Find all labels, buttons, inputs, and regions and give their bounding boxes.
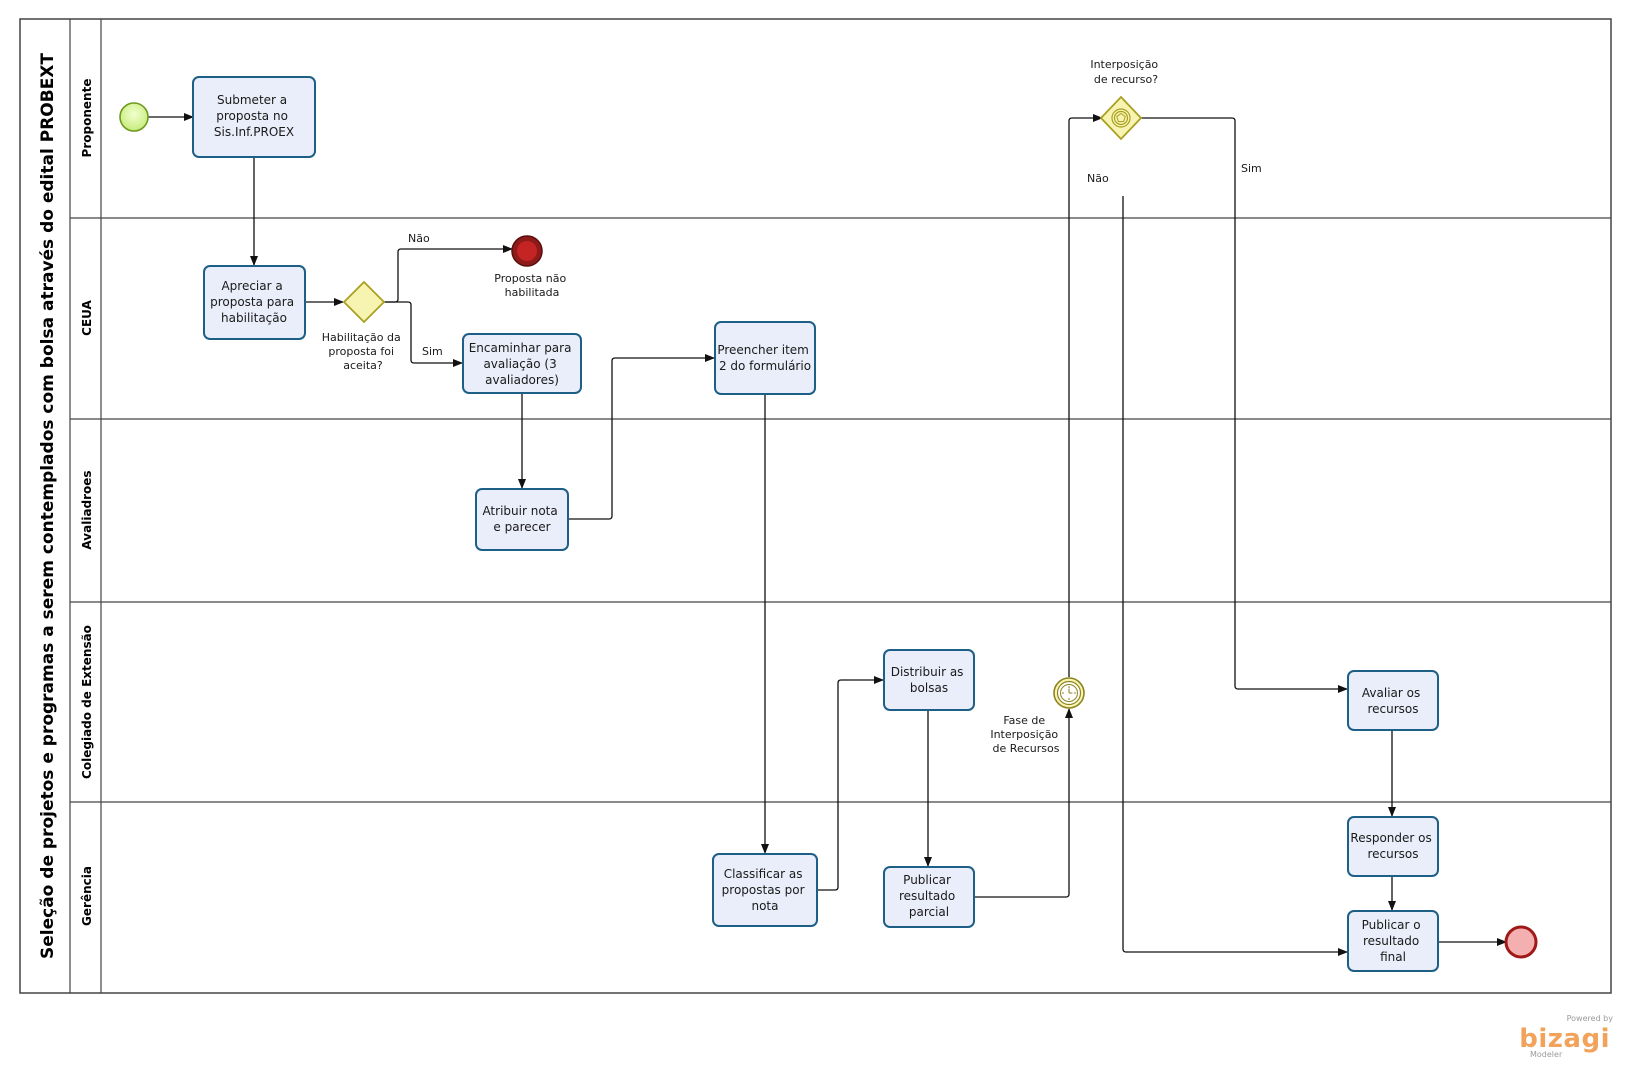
svg-text:Classificar as propostas: Classificar as propostas por nota — [722, 867, 809, 913]
svg-text:Apreciar a proposta para: Apreciar a proposta para habilitação — [210, 279, 298, 325]
task-submeter-proposta[interactable]: Submeter a proposta no Sis.Inf.PROEX — [192, 76, 316, 158]
bizagi-branding: Powered by bizagi Modeler — [1519, 1014, 1613, 1059]
bizagi-logo: bizagi — [1519, 1024, 1610, 1054]
task-publicar-resultado-final[interactable]: Publicar o resultado final — [1347, 910, 1439, 972]
flow-label-sim-habilitacao: Sim — [422, 345, 443, 358]
task-preencher-formulario[interactable]: Preencher item 2 do formulário — [714, 321, 816, 395]
start-event[interactable] — [119, 102, 149, 132]
pool: Seleção de projetos e programas a serem … — [19, 18, 1612, 994]
svg-text:Publicar o resultado: Publicar o resultado final — [1362, 918, 1425, 964]
svg-text:Preencher item 2 do form: Preencher item 2 do formulário — [717, 343, 812, 373]
task-distribuir-bolsas[interactable]: Distribuir as bolsas — [883, 649, 975, 711]
svg-text:Responder os recursos: Responder os recursos — [1350, 831, 1435, 861]
label-gateway-interposicao: Interposição de recurso? — [1090, 58, 1161, 86]
task-atribuir-nota[interactable]: Atribuir nota e parecer — [475, 488, 569, 551]
clock-icon — [1062, 686, 1076, 700]
svg-text:Avaliar os recursos: Avaliar os recursos — [1362, 686, 1424, 716]
svg-text:Submeter a proposta no: Submeter a proposta no Sis.Inf.PROEX — [214, 93, 294, 139]
pool-title: Seleção de projetos e programas a serem … — [38, 53, 58, 959]
lane-label-ceua: CEUA — [80, 299, 94, 335]
svg-text:Atribuir nota e parecer: Atribuir nota e parecer — [482, 504, 561, 534]
end-event-final[interactable] — [1504, 925, 1538, 959]
lane-label-gerencia: Gerência — [80, 866, 94, 926]
lane-label-avaliadores: Avaliadroes — [80, 470, 94, 549]
task-avaliar-recursos[interactable]: Avaliar os recursos — [1347, 670, 1439, 731]
svg-text:Distribuir as bolsas: Distribuir as bolsas — [891, 665, 968, 695]
modeler-text: Modeler — [1530, 1050, 1563, 1059]
label-proposta-nao-habilitada: Proposta não habilitada — [494, 272, 569, 299]
gateway-habilitacao[interactable] — [342, 280, 386, 324]
lane-label-colegiado: Colegiado de Extensão — [80, 625, 94, 779]
task-publicar-resultado-parcial[interactable]: Publicar resultado parcial — [883, 866, 975, 928]
sequence-flows — [148, 113, 1507, 956]
task-apreciar-proposta[interactable]: Apreciar a proposta para habilitação — [203, 265, 306, 340]
svg-text:Publicar resultado: Publicar resultado parcial — [899, 873, 959, 919]
flow-labels: Não Sim Não Sim — [408, 162, 1262, 358]
task-classificar-propostas[interactable]: Classificar as propostas por nota — [712, 853, 818, 927]
lane-labels: Proponente CEUA Avaliadroes Colegiado de… — [80, 79, 94, 926]
task-responder-recursos[interactable]: Responder os recursos — [1347, 816, 1439, 877]
end-event-proposta-nao-habilitada[interactable] — [511, 235, 543, 267]
task-encaminhar-avaliacao[interactable]: Encaminhar para avaliação (3 avaliadores… — [462, 333, 582, 394]
timer-event-fase-interposicao[interactable] — [1053, 677, 1085, 709]
label-fase-interposicao: Fase de Interposição de Recursos — [990, 714, 1061, 755]
lane-label-proponente: Proponente — [80, 79, 94, 158]
gateway-interposicao[interactable] — [1099, 95, 1143, 141]
powered-by-text: Powered by — [1567, 1014, 1614, 1023]
flow-label-nao-interposicao: Não — [1087, 172, 1109, 185]
svg-text:Encaminhar para avaliaçã: Encaminhar para avaliação (3 avaliadores… — [469, 341, 576, 387]
flow-label-sim-interposicao: Sim — [1241, 162, 1262, 175]
label-gateway-habilitacao: Habilitação da proposta foi aceita? — [322, 331, 404, 372]
flow-label-nao-habilitacao: Não — [408, 232, 430, 245]
